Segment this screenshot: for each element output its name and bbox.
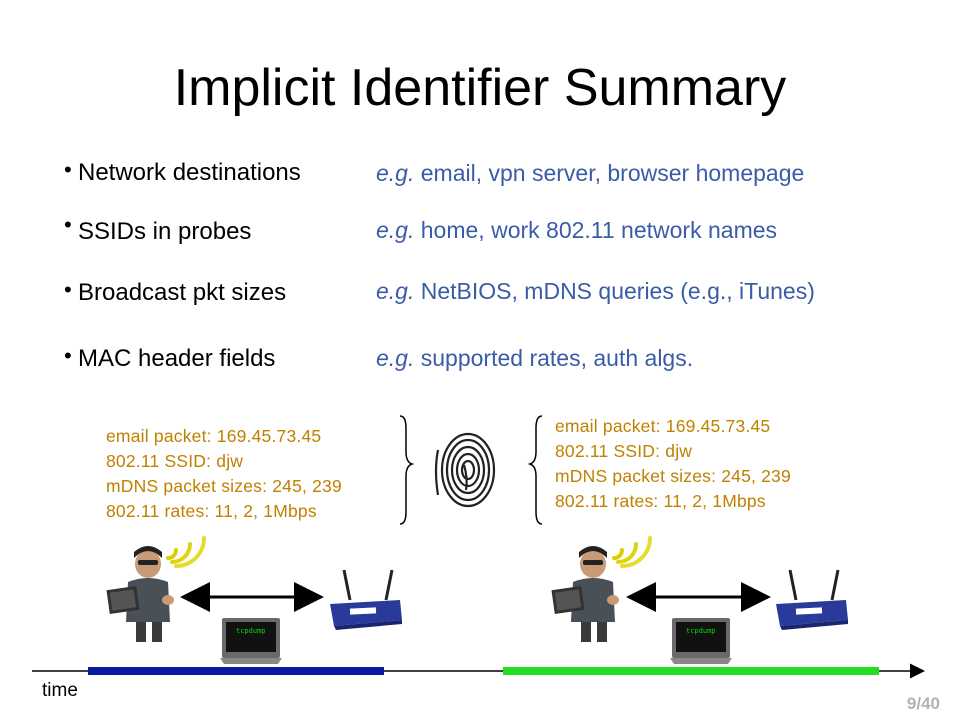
timeline-segment-left [88,667,384,675]
bullet-label: MAC header fields [78,345,276,372]
right-info-block: email packet: 169.45.73.45 802.11 SSID: … [555,414,791,514]
bullet-dot: • [64,343,72,368]
example-broadcast: e.g. NetBIOS, mDNS queries (e.g., iTunes… [376,278,815,305]
left-brace [399,415,415,525]
wireless-router-icon [776,569,848,630]
bullet-mac-header: • MAC header fields [64,343,276,373]
example-text: NetBIOS, mDNS queries (e.g., iTunes) [414,278,815,304]
wifi-signal-icon [166,536,206,568]
example-text: supported rates, auth algs. [414,345,694,371]
info-line: mDNS packet sizes: 245, 239 [106,476,342,496]
bullet-label: Broadcast pkt sizes [78,279,287,306]
example-mac-header: e.g. supported rates, auth algs. [376,345,693,372]
example-prefix: e.g. [376,217,415,243]
timeline-label: time [42,680,78,701]
info-line: 802.11 SSID: djw [555,441,693,461]
example-network-destinations: e.g. email, vpn server, browser homepage [376,160,804,187]
info-line: email packet: 169.45.73.45 [106,426,322,446]
example-prefix: e.g. [376,160,415,186]
info-line: email packet: 169.45.73.45 [555,416,771,436]
info-line: 802.11 rates: 11, 2, 1Mbps [106,501,317,521]
right-brace [527,415,543,525]
example-ssids: e.g. home, work 802.11 network names [376,217,777,244]
wifi-signal-icon [612,536,652,568]
person-with-laptop-icon [551,546,619,642]
wireless-router-icon [330,569,402,630]
example-text: email, vpn server, browser homepage [414,160,805,186]
laptop-label: tcpdump [236,627,266,635]
bullet-ssids: • SSIDs in probes [64,212,252,246]
bullet-dot: • [64,157,72,182]
bullet-network-destinations: • Network destinations [64,157,301,187]
example-prefix: e.g. [376,278,415,304]
info-line: 802.11 rates: 11, 2, 1Mbps [555,491,766,511]
fingerprint-icon [434,432,496,508]
info-line: 802.11 SSID: djw [106,451,244,471]
page-number: 9/40 [906,694,940,713]
info-line: mDNS packet sizes: 245, 239 [555,466,791,486]
timeline-segment-right [503,667,879,675]
bullet-dot: • [64,277,72,302]
bullet-dot: • [64,212,72,237]
bullet-label: SSIDs in probes [78,218,252,245]
bullet-label: Network destinations [78,159,301,186]
bullet-broadcast: • Broadcast pkt sizes [64,277,287,307]
person-with-laptop-icon [106,546,174,642]
left-info-block: email packet: 169.45.73.45 802.11 SSID: … [106,424,342,524]
laptop-icon: tcpdump [220,618,282,664]
example-prefix: e.g. [376,345,415,371]
slide-title: Implicit Identifier Summary [173,59,787,117]
example-text: home, work 802.11 network names [414,217,778,243]
laptop-icon: tcpdump [670,618,732,664]
laptop-label: tcpdump [686,627,716,635]
